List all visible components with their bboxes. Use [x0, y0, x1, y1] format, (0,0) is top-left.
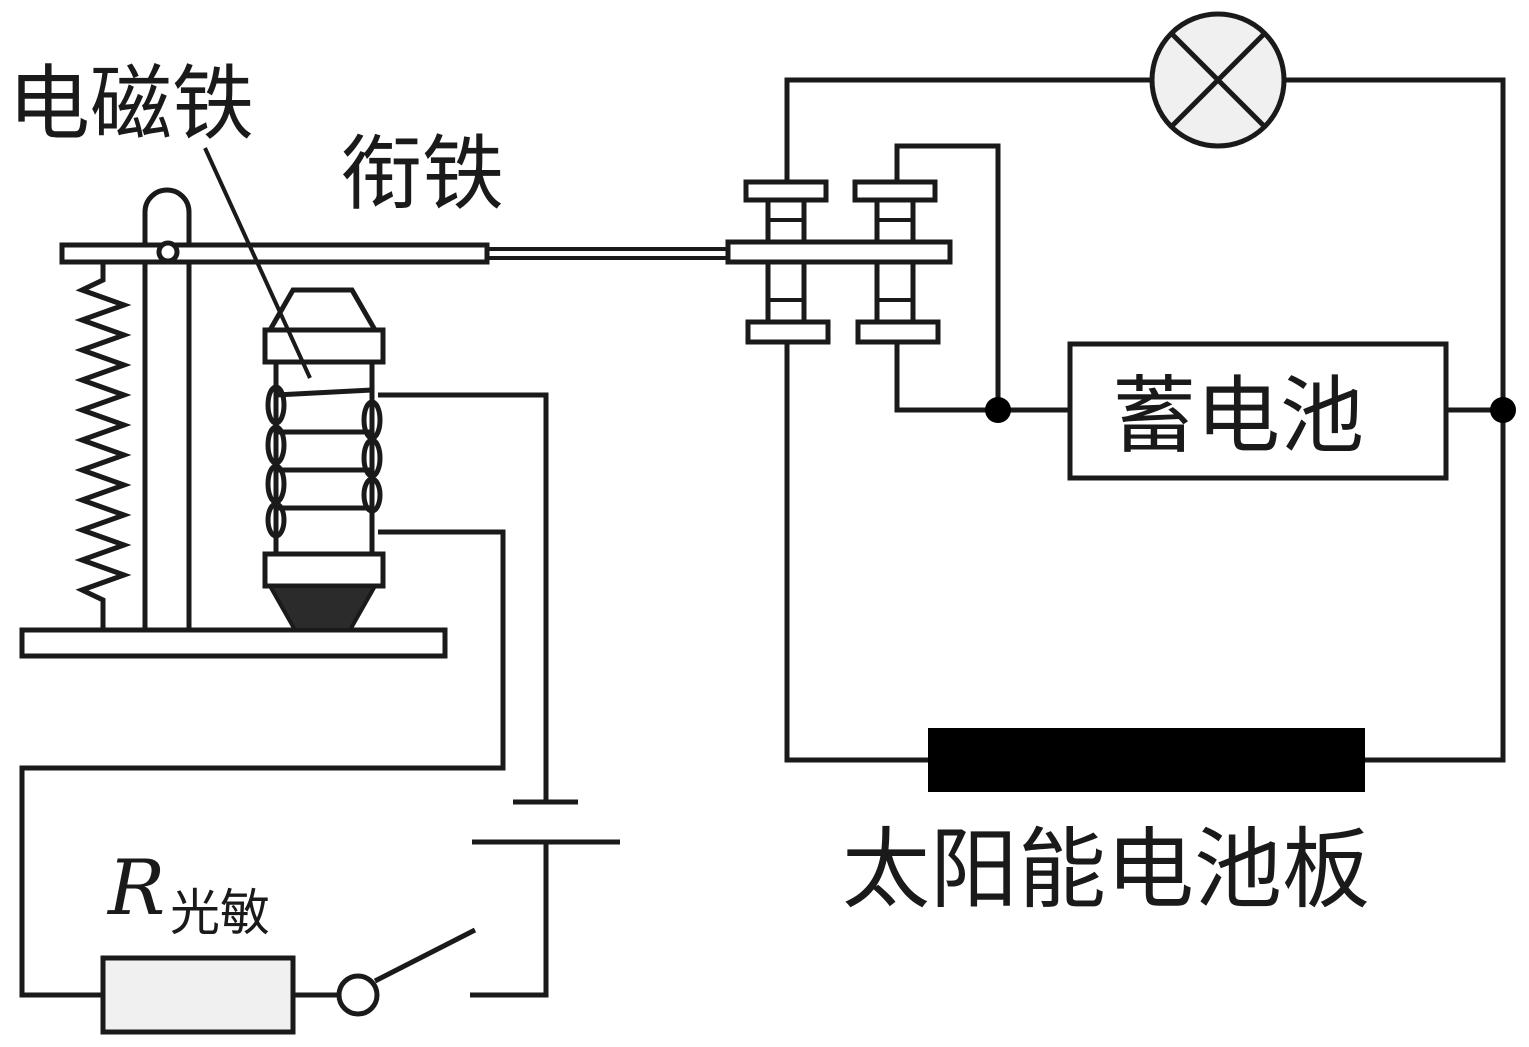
solar-left-wire — [784, 342, 928, 763]
coil-wire-to-cell — [378, 392, 549, 800]
return-spring — [74, 262, 132, 630]
lower-right-contact-wire — [894, 342, 1070, 413]
coil-windings — [265, 384, 383, 539]
electromagnet-top-flange — [262, 327, 386, 365]
upper-stub-left — [765, 197, 807, 248]
switch-pivot — [336, 973, 380, 1017]
lamp-circuit-wire — [784, 77, 1152, 182]
pivot-post — [142, 187, 192, 633]
lower-stub-left — [765, 259, 807, 325]
upper-contact-right — [852, 179, 938, 203]
junction-dot-left — [985, 397, 1011, 423]
electromagnet-core-bottom — [266, 584, 379, 632]
armature-label: 衔铁 — [340, 127, 504, 222]
solar-panel — [928, 728, 1365, 792]
moving-contact-bar — [725, 239, 953, 265]
switch-blade — [373, 927, 477, 984]
coil-wire-to-photoresistor — [19, 529, 506, 998]
electromagnet-label: 电磁铁 — [8, 57, 254, 152]
solar-panel-label: 太阳能电池板 — [842, 818, 1370, 921]
lower-contact-right — [855, 319, 941, 345]
electromagnet-leader-line — [203, 147, 312, 379]
electromagnet-bottom-flange — [262, 551, 386, 589]
pivot-pin — [156, 240, 180, 264]
photoresistor-subscript: 光敏 — [170, 884, 270, 942]
coil-turns — [275, 387, 373, 511]
junction-dot-right — [1490, 397, 1516, 423]
armature-lever — [59, 242, 490, 265]
lower-contact-left — [745, 319, 831, 345]
relay-base-plate — [19, 627, 448, 659]
lower-stub-right — [874, 259, 916, 325]
storage-battery — [1067, 341, 1449, 481]
upper-contact-left — [743, 179, 829, 203]
lamp-cross-2 — [1169, 31, 1267, 129]
photoresistor-symbol: R — [106, 843, 165, 932]
upper-stub-right — [874, 197, 916, 248]
upper-right-contact-wire — [894, 143, 1001, 410]
cell-wire-to-switch — [470, 842, 549, 998]
photoresistor — [100, 955, 296, 1035]
storage-battery-label: 蓄电池 — [1112, 367, 1364, 465]
